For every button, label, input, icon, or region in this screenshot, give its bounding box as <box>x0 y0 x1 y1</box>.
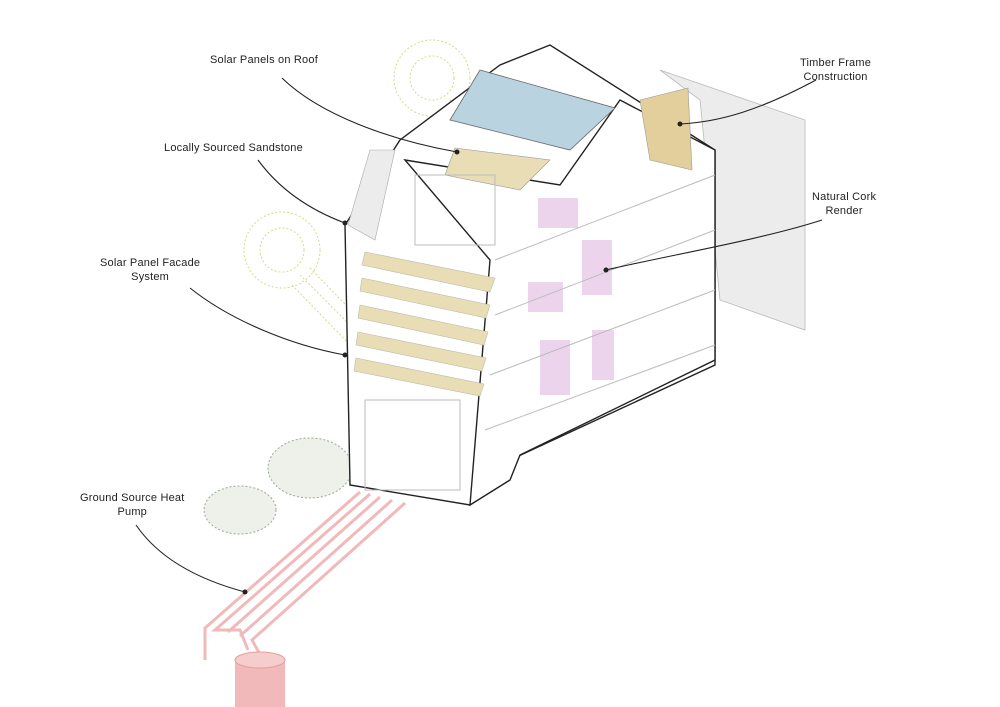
shrubs <box>203 437 353 535</box>
ground-source-pipes <box>203 490 407 660</box>
label-line: Render <box>825 205 863 217</box>
label-line: Timber Frame <box>800 57 872 69</box>
label-sandstone: Locally Sourced Sandstone <box>164 142 303 154</box>
neighbour-wall <box>659 69 806 331</box>
label-facade-system: Solar Panel Facade System <box>100 256 200 284</box>
leader-lines <box>135 77 823 593</box>
cork-render <box>528 198 614 395</box>
label-line: Ground Source Heat <box>80 492 185 504</box>
label-line: System <box>131 271 170 283</box>
label-cork-render: Natural Cork Render <box>812 190 876 218</box>
label-line: Pump <box>117 506 148 518</box>
floor-lines <box>364 174 716 491</box>
house <box>344 44 716 507</box>
label-line: Natural Cork <box>812 191 877 203</box>
label-heat-pump: Ground Source Heat Pump <box>80 491 185 519</box>
arrowheads <box>242 121 683 595</box>
label-timber-frame: Timber Frame Construction <box>800 56 871 84</box>
label-line: Construction <box>803 71 868 83</box>
label-line: Solar Panel Facade <box>100 257 201 269</box>
heat-pump-borehole <box>234 651 286 707</box>
facade-solar-panels <box>353 251 496 397</box>
label-solar-panels-on-roof: Solar Panels on Roof <box>210 54 318 66</box>
